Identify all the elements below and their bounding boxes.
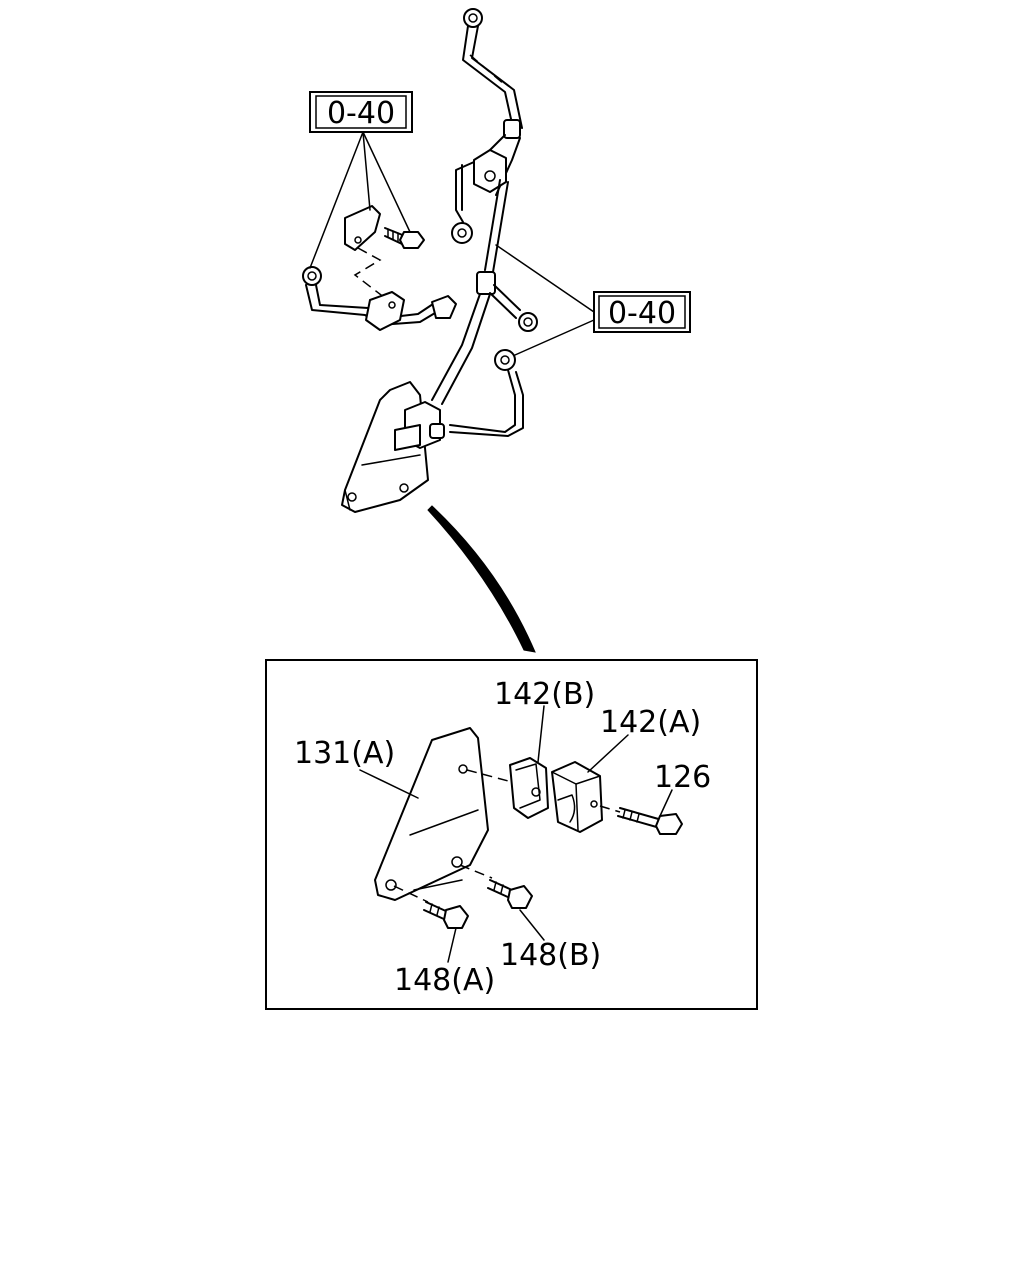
detail-bolt-126 [599,805,683,835]
detail-pointer-arrow [427,505,536,653]
ref-label-top-left: 0-40 [327,96,395,131]
detail-clip-142b [509,757,549,819]
label-142a: 142(A) [600,705,701,740]
upper-pipe-assembly [431,8,538,437]
detail-bolt-148a [393,885,469,929]
leader-lines [359,705,673,963]
reference-box-right: 0-40 [495,244,691,356]
detail-bracket-131a [374,727,513,901]
detail-bolt-148b [459,864,533,909]
label-148b: 148(B) [500,938,601,973]
ref-label-right: 0-40 [608,296,676,331]
detail-frame [265,659,758,1010]
label-126: 126 [654,760,711,795]
label-131a: 131(A) [294,736,395,771]
lower-bracket-upper [341,381,445,513]
label-148a: 148(A) [394,963,495,998]
label-142b: 142(B) [494,677,595,712]
reference-box-top-left: 0-40 [309,91,413,269]
small-pipe-detail [302,205,457,331]
detail-clip-142a [551,761,603,833]
